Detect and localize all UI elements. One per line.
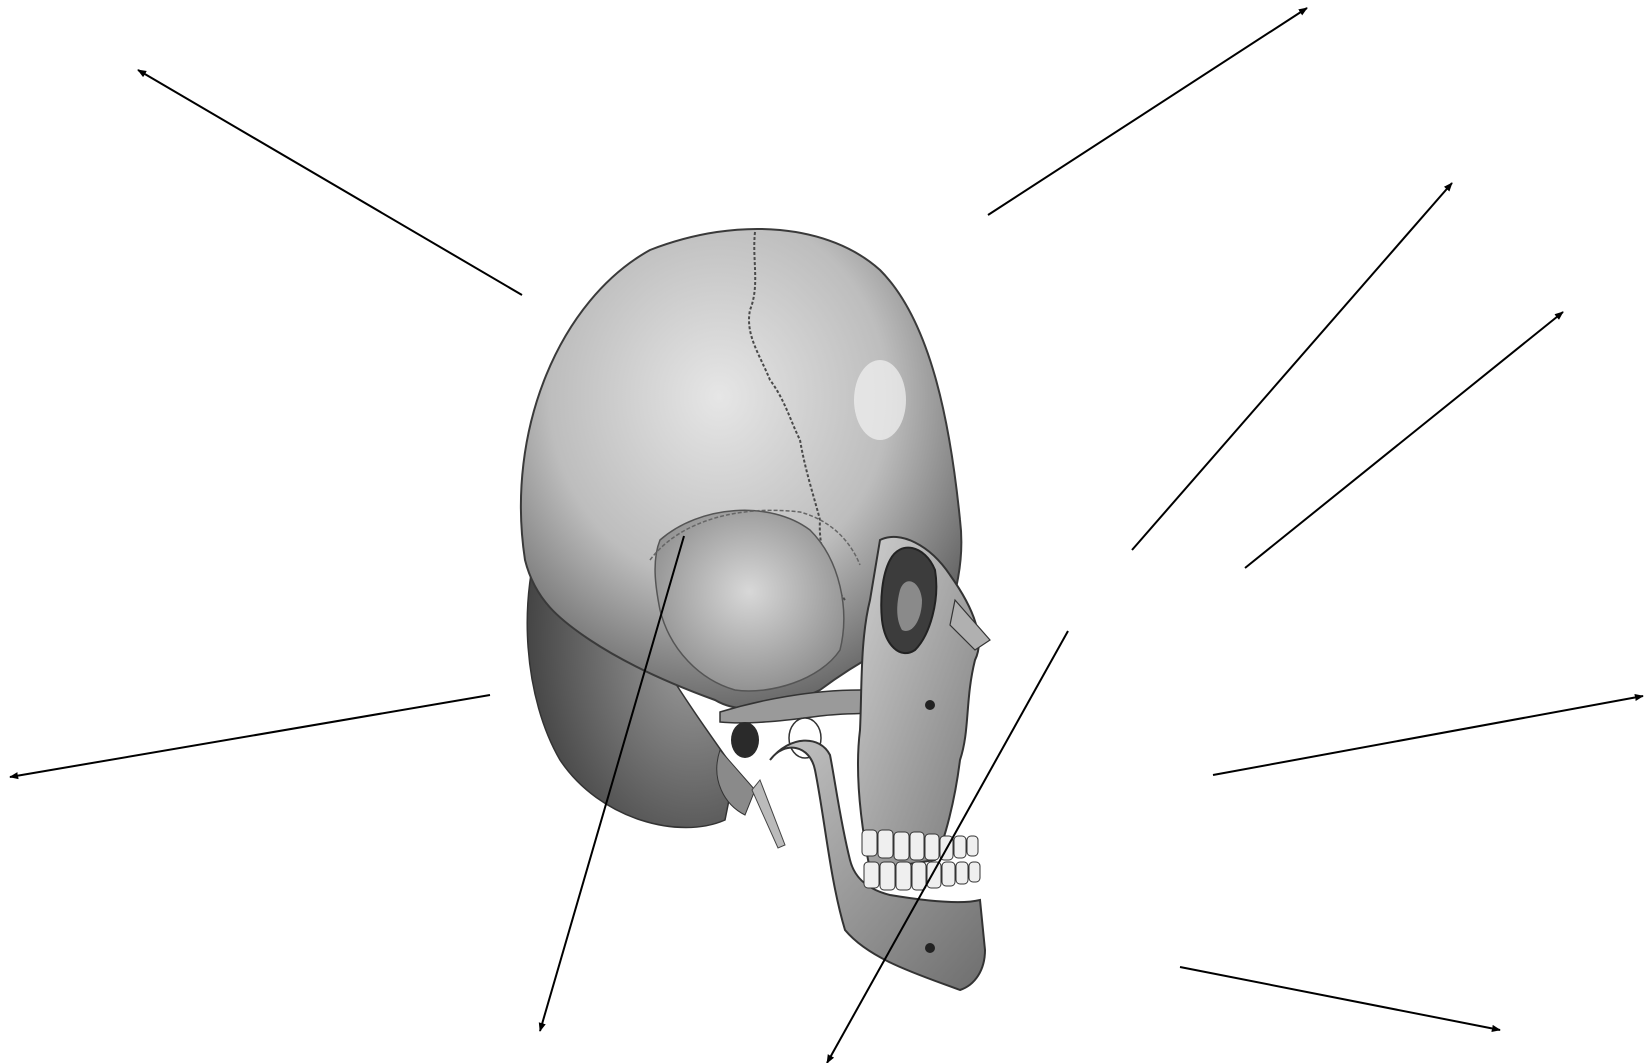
leader-line-6 xyxy=(1213,696,1643,775)
parietal-highlight xyxy=(854,360,906,440)
leader-line-5 xyxy=(10,695,490,777)
skull-illustration xyxy=(521,229,990,990)
infraorbital-foramen xyxy=(925,700,935,710)
styloid-process xyxy=(752,780,785,848)
leader-line-9 xyxy=(1180,967,1500,1030)
leader-line-2 xyxy=(988,8,1307,215)
leader-line-4 xyxy=(1245,312,1563,568)
mental-foramen xyxy=(925,943,935,953)
leader-line-1 xyxy=(138,70,522,295)
leader-line-3 xyxy=(1132,183,1452,550)
external-acoustic-meatus xyxy=(731,722,759,758)
